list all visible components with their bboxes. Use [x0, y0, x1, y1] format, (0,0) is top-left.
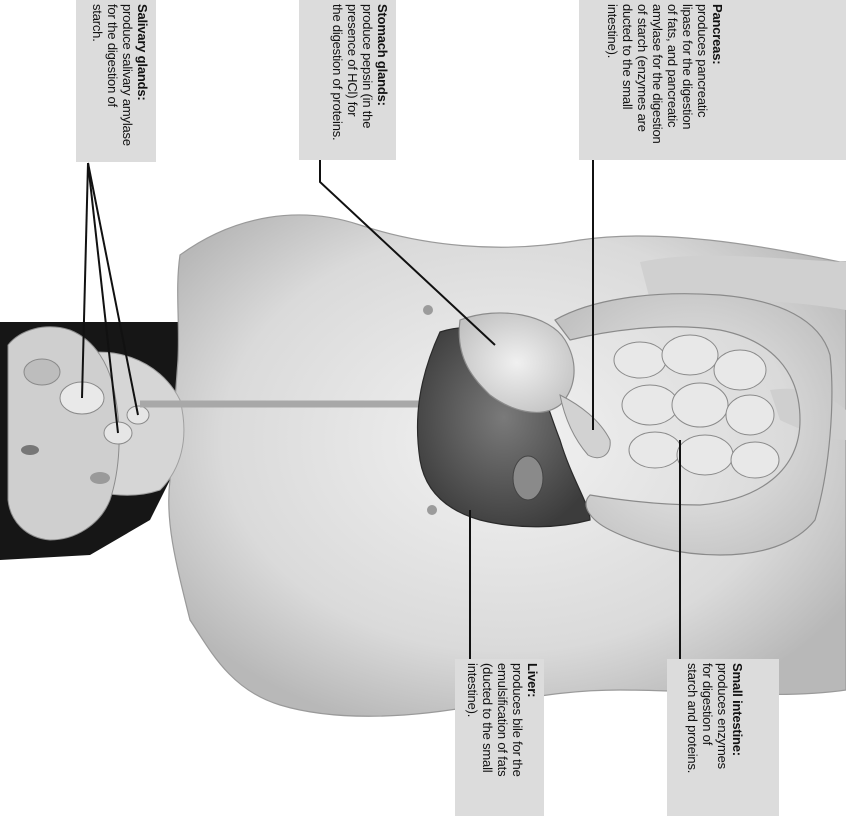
salivary-glands-title: Salivary glands: — [135, 4, 150, 154]
salivary-glands-description: produce salivary amylase for the digesti… — [90, 4, 135, 154]
small-intestine — [614, 335, 779, 478]
small-intestine-title: Small intestine: — [730, 663, 745, 814]
small-intestine-label: Small intestine: produces enzymes for di… — [667, 659, 779, 816]
salivary-glands-label: Salivary glands: produce salivary amylas… — [76, 0, 156, 162]
pancreas-description: produces pancreatic lipase for the diges… — [605, 4, 710, 160]
liver-title: Liver: — [525, 663, 540, 814]
eye — [21, 445, 39, 455]
nipple-lower — [427, 505, 437, 515]
stomach-glands-description: produce pepsin (in the presence of HCl) … — [330, 4, 375, 160]
liver-label: Liver: produces bile for the emulsificat… — [455, 659, 544, 816]
pancreas-label: Pancreas: produces pancreatic lipase for… — [579, 0, 846, 160]
small-intestine-description: produces enzymes for digestion of starch… — [685, 663, 730, 814]
nipple-upper — [423, 305, 433, 315]
mouth — [90, 472, 110, 484]
ear — [24, 359, 60, 385]
stomach-glands-title: Stomach glands: — [375, 4, 390, 160]
gallbladder — [513, 456, 543, 500]
pancreas-title: Pancreas: — [710, 4, 725, 160]
stomach-glands-label: Stomach glands: produce pepsin (in the p… — [299, 0, 396, 160]
head — [8, 327, 119, 540]
liver-description: produces bile for the emulsification of … — [465, 663, 525, 814]
